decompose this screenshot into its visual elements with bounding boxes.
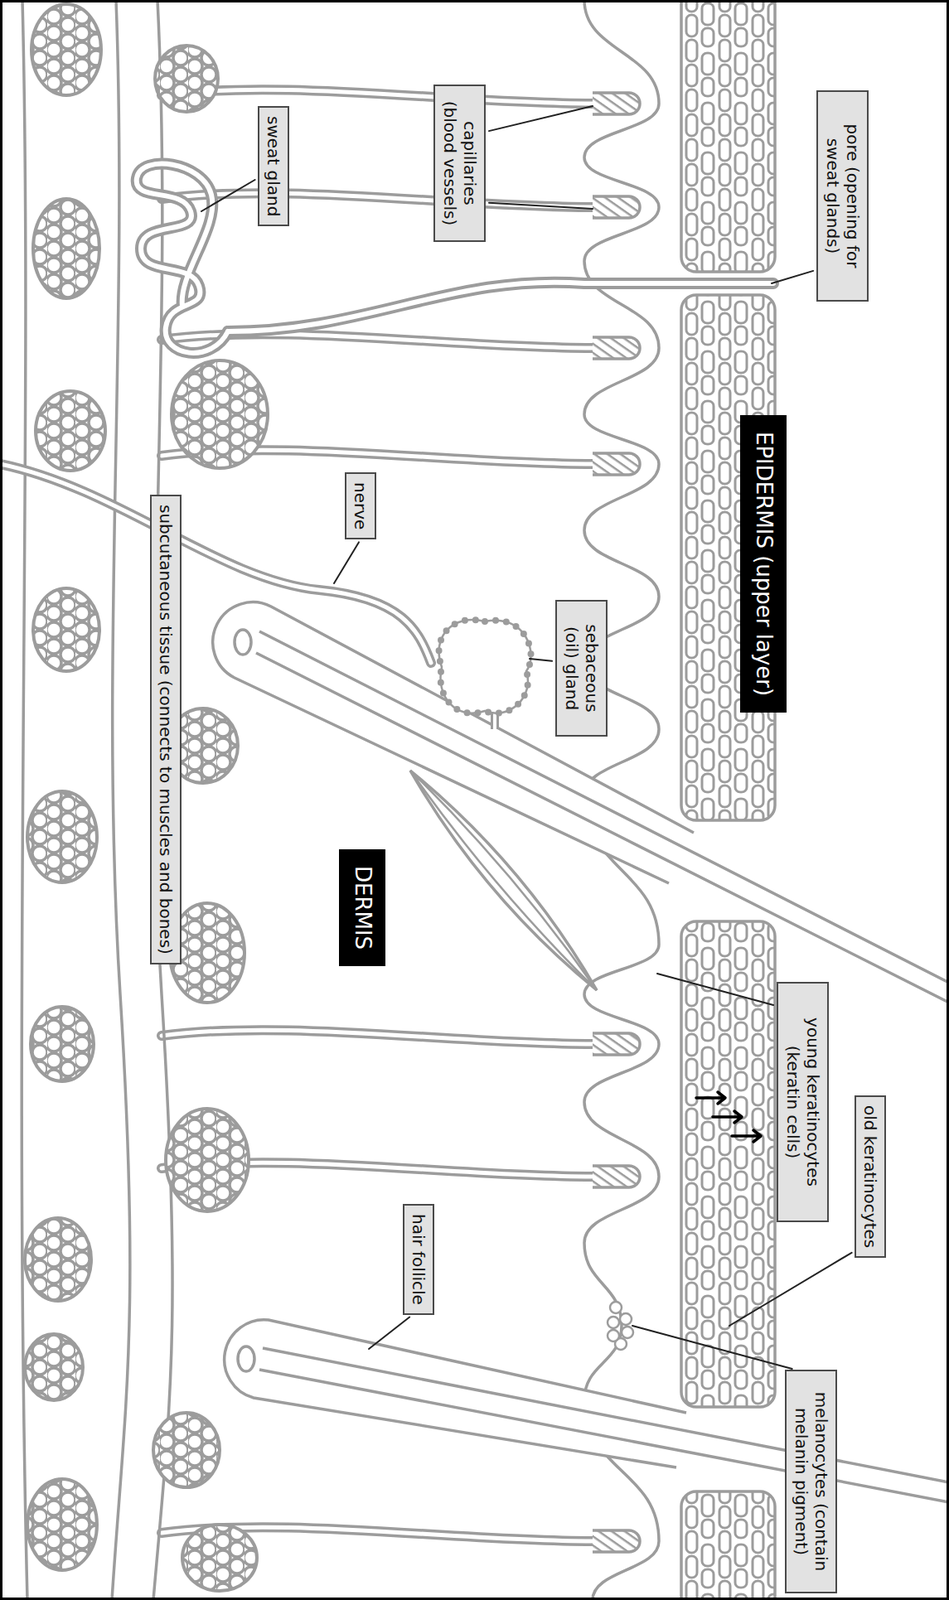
label-text: sweat gland <box>263 116 284 217</box>
callout-box: sweat gland <box>257 106 290 227</box>
hair-shaft <box>259 1348 949 1503</box>
fat-lobule <box>171 360 268 469</box>
fat-lobule <box>154 45 218 112</box>
leader-line <box>489 106 593 131</box>
fat-lobule <box>27 1479 97 1571</box>
muscle-fibres <box>410 770 597 991</box>
sweat-coil <box>136 164 228 354</box>
arrector-muscle <box>410 770 597 991</box>
label-text: DERMIS <box>348 866 376 950</box>
capillary-loop <box>592 337 640 359</box>
label-text: melanocytes (contain melanin pigment) <box>790 1379 832 1584</box>
leader-line <box>334 542 359 584</box>
melanocyte <box>607 1330 620 1342</box>
vessel <box>161 89 593 104</box>
arrow <box>712 1111 742 1124</box>
label-text: old keratinocytes <box>860 1105 881 1249</box>
oil-gland <box>439 619 532 714</box>
leader-line <box>729 1253 853 1327</box>
arrow <box>696 1092 726 1104</box>
capillary-loop <box>592 196 640 218</box>
capillary-loop <box>592 453 640 475</box>
label-text: sebaceous (oil) gland <box>561 610 602 727</box>
cell-layer <box>681 0 775 272</box>
label-text: hair follicle <box>408 1214 429 1306</box>
melanocyte <box>610 1302 622 1314</box>
melanocyte <box>619 1313 632 1326</box>
label-text: nerve <box>350 482 371 530</box>
cell-layer <box>681 1491 775 1600</box>
callout-box: pore (opening for sweat glands) <box>816 90 869 302</box>
leader-line <box>632 1326 793 1370</box>
callout-box: young keratinocytes (keratin cells) <box>776 982 829 1223</box>
fat-lobule <box>24 1218 92 1302</box>
vessel <box>161 89 593 104</box>
leader-line <box>368 1317 410 1351</box>
hair-follicles <box>213 602 949 1503</box>
capillary-loop <box>592 92 640 115</box>
muscle-outline <box>410 770 597 991</box>
label-text: capillaries (blood vessels) <box>439 94 480 233</box>
arrow <box>731 1130 761 1143</box>
leader-line <box>657 973 774 1006</box>
callout-box: old keratinocytes <box>854 1095 887 1259</box>
callout-box: nerve <box>344 472 377 540</box>
capillary-loop <box>592 1033 640 1056</box>
cell-layer <box>681 921 775 1408</box>
label-text: young keratinocytes (keratin cells) <box>782 992 824 1213</box>
growth-arrows <box>696 1092 761 1143</box>
melanocyte <box>607 1316 620 1329</box>
fat-lobule <box>153 1413 220 1488</box>
fat-lobule <box>33 198 100 299</box>
capillary-loop <box>592 1530 640 1553</box>
fat-lobule <box>31 4 102 96</box>
label-text: pore (opening for sweat glands) <box>822 100 863 292</box>
leader-line <box>201 179 256 212</box>
follicle-sheath <box>224 1320 687 1468</box>
leader-line <box>529 658 552 662</box>
layer-title: DERMIS <box>338 849 386 967</box>
sebaceous-drawing <box>439 619 532 732</box>
fat-lobule <box>27 791 97 883</box>
fat-lobule <box>165 1108 249 1212</box>
callout-box: sebaceous (oil) gland <box>555 600 608 737</box>
oil-gland-cells <box>439 619 532 714</box>
plexus-line <box>111 0 131 1600</box>
callout-box: melanocytes (contain melanin pigment) <box>784 1370 838 1594</box>
layer-title: EPIDERMIS (upper layer) <box>740 415 787 713</box>
fat-lobule <box>30 1007 94 1082</box>
vessel <box>161 1030 593 1045</box>
fat-lobule <box>35 391 106 471</box>
fat-lobule <box>182 1525 257 1592</box>
callout-box: subcutaneous tissue (connects to muscles… <box>150 494 182 965</box>
melanocyte-cluster <box>607 1302 634 1351</box>
fat-lobule <box>24 1334 83 1401</box>
sweat-coil-lumen <box>136 164 228 354</box>
leader-line <box>771 271 814 284</box>
label-text: EPIDERMIS (upper layer) <box>750 431 777 697</box>
hair-papilla <box>234 629 252 655</box>
capillary-loop <box>592 1166 640 1188</box>
vessel <box>161 1030 593 1045</box>
leader-line <box>489 203 593 209</box>
callout-box: hair follicle <box>402 1204 435 1316</box>
melanocyte <box>621 1326 634 1339</box>
capillary-loops <box>592 92 640 1553</box>
hair-papilla <box>237 1346 255 1372</box>
callout-box: capillaries (blood vessels) <box>433 84 486 243</box>
fat-lobule <box>33 588 100 672</box>
label-text: subcutaneous tissue (connects to muscles… <box>155 504 176 955</box>
